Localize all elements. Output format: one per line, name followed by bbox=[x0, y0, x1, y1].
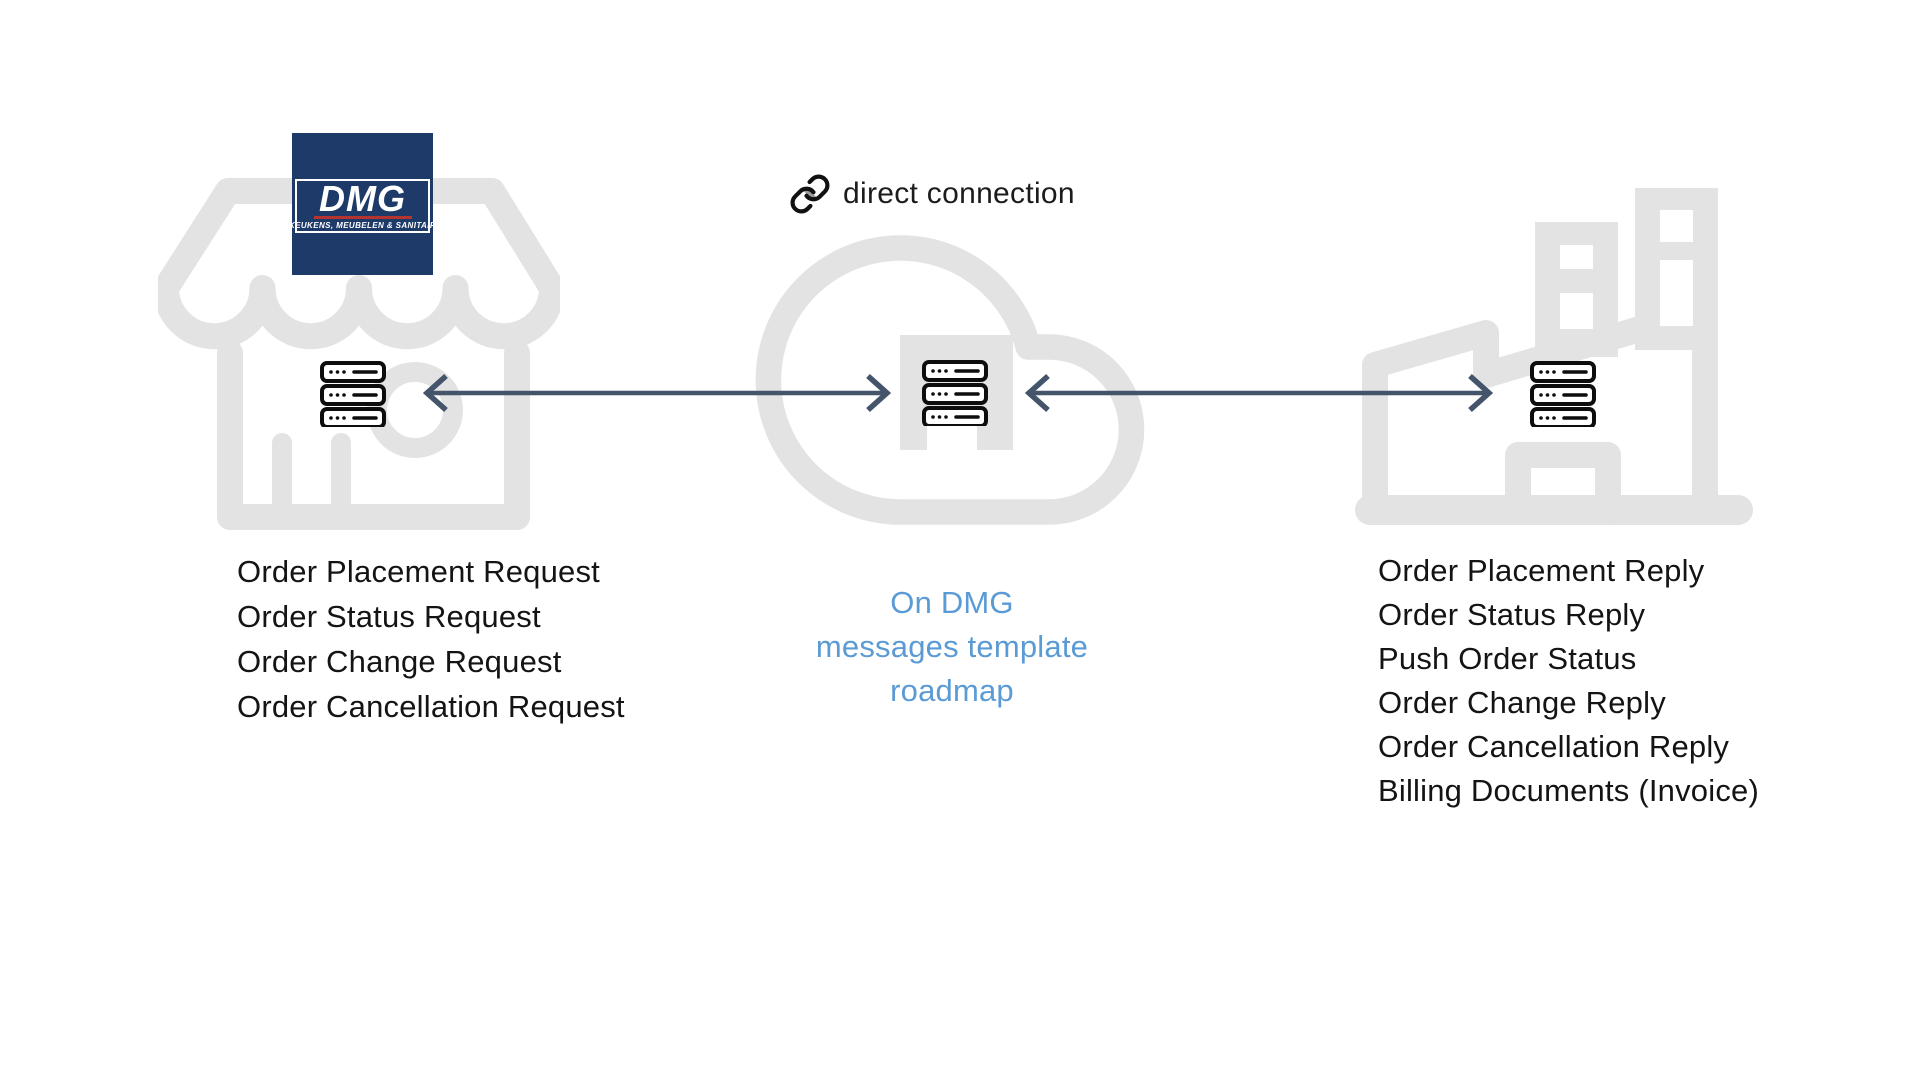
store-message: Order Status Request bbox=[237, 599, 541, 634]
factory-icon bbox=[1355, 188, 1753, 525]
note-line: roadmap bbox=[890, 673, 1014, 708]
factory-server-icon bbox=[1530, 361, 1596, 427]
factory-message: Push Order Status bbox=[1378, 641, 1637, 676]
factory-message-list: Order Placement Reply Order Status Reply… bbox=[1378, 549, 1759, 813]
note-line: messages template bbox=[815, 629, 1089, 664]
dmg-logo-frame: DMG KEUKENS, MEUBELEN & SANITAIR bbox=[289, 177, 436, 233]
factory-message: Order Change Reply bbox=[1378, 685, 1666, 720]
dmg-logo-tagline: KEUKENS, MEUBELEN & SANITAIR bbox=[288, 220, 437, 230]
factory-chimney-2 bbox=[1635, 188, 1718, 350]
factory-message: Order Cancellation Reply bbox=[1378, 729, 1730, 764]
arrowhead-left bbox=[422, 373, 448, 413]
factory-message: Order Status Reply bbox=[1378, 597, 1646, 632]
dmg-logo-wordmark: DMG bbox=[319, 177, 406, 219]
factory-door bbox=[1505, 442, 1621, 523]
hub-server-icon bbox=[922, 360, 988, 426]
factory-message: Order Placement Reply bbox=[1378, 553, 1705, 588]
link-icon bbox=[790, 174, 830, 214]
dmg-logo: DMG KEUKENS, MEUBELEN & SANITAIR bbox=[289, 133, 436, 275]
direct-connection-label: direct connection bbox=[843, 177, 1075, 210]
cloud-icon bbox=[755, 235, 1145, 525]
factory-message: Billing Documents (Invoice) bbox=[1378, 773, 1759, 808]
store-message-list: Order Placement Request Order Status Req… bbox=[237, 549, 625, 729]
store-message: Order Change Request bbox=[237, 644, 562, 679]
store-awning-scallops bbox=[158, 275, 560, 350]
note-line: On DMG bbox=[890, 585, 1014, 620]
dmg-logo-underline bbox=[313, 215, 412, 219]
arrowhead-left-2 bbox=[1024, 373, 1050, 413]
arrowhead-right bbox=[866, 373, 892, 413]
direct-connection-label-row: direct connection bbox=[789, 172, 1075, 216]
arrowhead-right-2 bbox=[1468, 373, 1494, 413]
store-server-icon bbox=[320, 361, 386, 427]
store-message: Order Cancellation Request bbox=[237, 689, 625, 724]
factory-chimney-1 bbox=[1535, 222, 1618, 357]
store-message: Order Placement Request bbox=[237, 554, 600, 589]
cloud-roadmap-note: On DMG messages template roadmap bbox=[752, 581, 1152, 713]
